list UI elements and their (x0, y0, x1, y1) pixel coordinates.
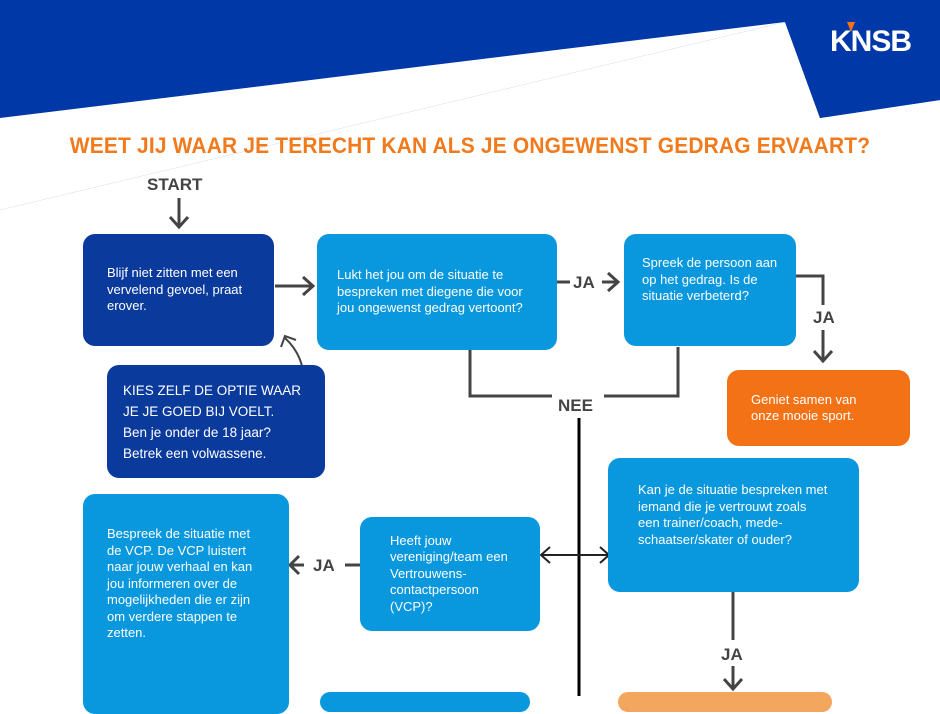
box-partial (618, 692, 832, 712)
ja-label: JA (313, 556, 335, 575)
start-label: START (147, 175, 203, 194)
box-vertrouwt: Kan je de situatie bespreken met iemand … (608, 458, 859, 592)
arrow-start (168, 198, 190, 230)
ja-label: JA (721, 645, 743, 664)
connector-lines (168, 198, 834, 696)
nee-label: NEE (558, 396, 593, 415)
box-start: Blijf niet zitten met een vervelend gevo… (83, 234, 274, 346)
logo-diamond-icon (847, 22, 855, 32)
page-title: WEET JIJ WAAR JE TERECHT KAN ALS JE ONGE… (69, 133, 871, 158)
ja-label: JA (573, 273, 595, 292)
box-geniet: Geniet samen van onze mooie sport. (727, 370, 910, 446)
box-vcp-vraag: Heeft jouw vereniging/team een Vertrouwe… (360, 517, 540, 631)
box-kies: KIES ZELF DE OPTIE WAAR JE JE GOED BIJ V… (107, 365, 325, 478)
header-banner (0, 0, 940, 210)
box-vcp: Bespreek de situatie met de VCP. De VCP … (83, 494, 289, 714)
box-bespreken: Lukt het jou om de situatie te bespreken… (317, 234, 557, 350)
ja-label: JA (813, 308, 835, 327)
box-partial (320, 692, 530, 712)
box-aanspreken: Spreek de persoon aan op het gedrag. Is … (624, 234, 796, 346)
knsb-logo: KNSB (830, 25, 912, 58)
